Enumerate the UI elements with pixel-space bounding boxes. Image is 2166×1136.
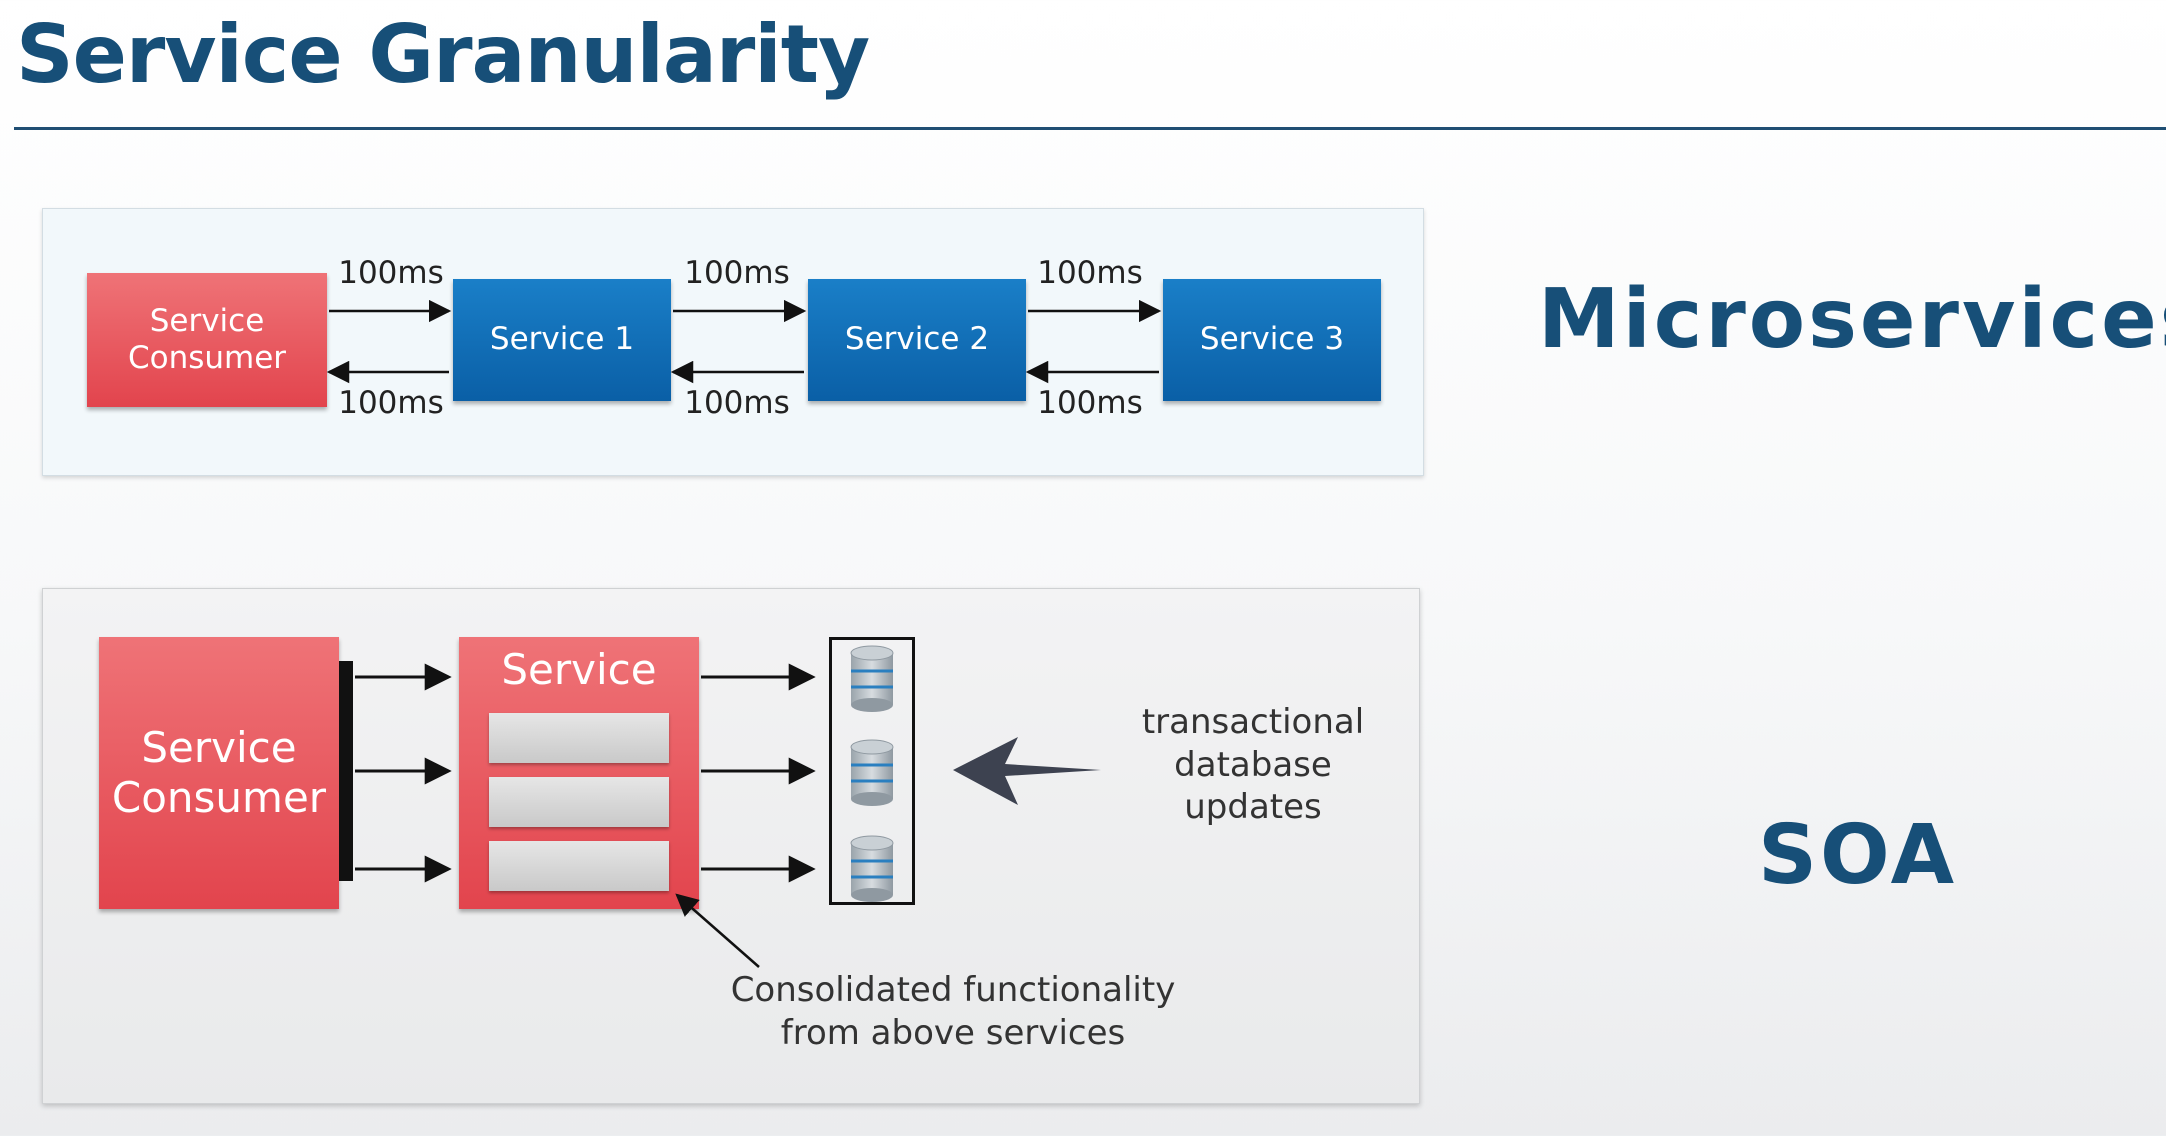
consumer-interface-bar xyxy=(339,661,353,881)
micro-service-consumer-box: Service Consumer xyxy=(87,273,327,407)
service-3-box: Service 3 xyxy=(1163,279,1381,401)
callout-line xyxy=(675,893,760,968)
database-icon xyxy=(850,739,894,806)
latency-response-1: 100ms xyxy=(338,385,444,421)
soa-service-consumer-box: Service Consumer xyxy=(99,637,339,909)
microservices-label: Microservices xyxy=(1538,272,2166,367)
db-updates-note: transactional database updates xyxy=(1141,702,1365,827)
soa-label: SOA xyxy=(1758,808,1958,903)
microservices-diagram-panel: Service Consumer Service 1 Service 2 Ser… xyxy=(42,208,1424,476)
microservices-arrows xyxy=(326,299,1162,384)
soa-service-label: Service xyxy=(501,645,657,694)
soa-service-box: Service xyxy=(459,637,699,909)
consolidated-function-2 xyxy=(489,777,669,827)
database-icon xyxy=(850,645,894,712)
service-2-label: Service 2 xyxy=(844,321,990,358)
consolidated-function-3 xyxy=(489,841,669,891)
database-group-frame xyxy=(829,637,915,905)
database-icon xyxy=(850,835,894,902)
slide-title: Service Granularity xyxy=(16,8,870,101)
latency-request-3: 100ms xyxy=(1037,255,1143,291)
latency-request-1: 100ms xyxy=(338,255,444,291)
latency-response-2: 100ms xyxy=(684,385,790,421)
pointer-arrow-icon xyxy=(953,737,1101,805)
soa-arrows-and-databases xyxy=(355,645,1101,968)
latency-response-3: 100ms xyxy=(1037,385,1143,421)
soa-consumer-label: Service Consumer xyxy=(111,722,327,822)
service-1-box: Service 1 xyxy=(453,279,671,401)
service-2-box: Service 2 xyxy=(808,279,1026,401)
service-1-label: Service 1 xyxy=(489,321,635,358)
soa-diagram-panel: Service Consumer Service xyxy=(42,588,1420,1104)
consolidated-function-1 xyxy=(489,713,669,763)
title-divider xyxy=(14,127,2166,130)
service-3-label: Service 3 xyxy=(1199,321,1345,358)
micro-consumer-label: Service Consumer xyxy=(127,302,287,376)
consolidated-functionality-note: Consolidated functionality from above se… xyxy=(730,970,1176,1053)
latency-request-2: 100ms xyxy=(684,255,790,291)
